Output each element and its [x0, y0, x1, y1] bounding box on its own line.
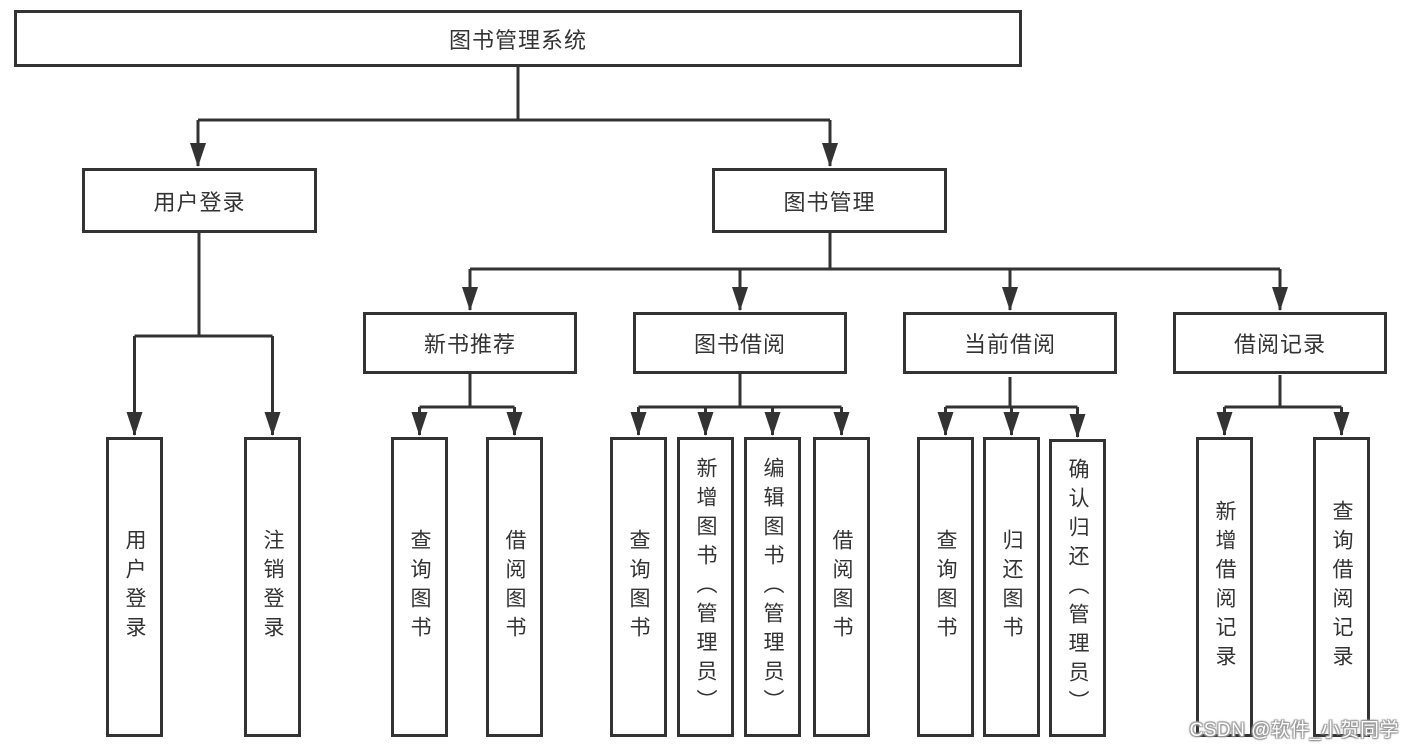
leaf-query-borrow-record: 查询借阅记录: [1313, 437, 1370, 737]
leaf-borrow-query-book: 查询图书: [610, 437, 667, 737]
leaf-return-book: 归还图书: [983, 437, 1040, 737]
node-label: 用户登录: [123, 529, 147, 645]
node-user-login: 用户登录: [82, 168, 317, 233]
node-label: 借阅图书: [503, 529, 527, 645]
node-label: 借阅图书: [830, 529, 854, 645]
node-label: 图书管理: [783, 189, 876, 215]
node-label: 编辑图书（管理员）: [761, 456, 785, 718]
leaf-add-book-admin: 新增图书（管理员）: [677, 437, 734, 737]
node-current-borrow: 当前借阅: [903, 312, 1117, 374]
node-label: 用户登录: [153, 189, 246, 215]
node-label: 查询图书: [408, 529, 432, 645]
node-label: 图书借阅: [693, 332, 786, 357]
node-label: 注销登录: [261, 529, 285, 645]
node-label: 查询借阅记录: [1330, 500, 1354, 674]
node-label: 新增借阅记录: [1213, 500, 1237, 674]
node-label: 查询图书: [627, 529, 651, 645]
node-book-management: 图书管理: [712, 168, 947, 233]
node-root: 图书管理系统: [14, 10, 1022, 67]
node-label: 新书推荐: [423, 332, 516, 357]
leaf-recommend-borrow-book: 借阅图书: [486, 437, 543, 737]
node-label: 图书管理系统: [448, 27, 587, 53]
leaf-user-login: 用户登录: [106, 437, 163, 737]
node-borrow-record: 借阅记录: [1173, 312, 1387, 374]
leaf-recommend-query-book: 查询图书: [391, 437, 448, 737]
node-new-book-recommend: 新书推荐: [363, 312, 577, 374]
leaf-borrow-book: 借阅图书: [813, 437, 870, 737]
csdn-watermark: CSDN @软件_小贺同学: [1189, 720, 1399, 741]
leaf-add-borrow-record: 新增借阅记录: [1196, 437, 1253, 737]
node-label: 归还图书: [1000, 529, 1024, 645]
node-label: 借阅记录: [1233, 332, 1326, 357]
node-label: 新增图书（管理员）: [694, 456, 718, 718]
leaf-current-query-book: 查询图书: [917, 437, 974, 737]
leaf-logout: 注销登录: [244, 437, 301, 737]
leaf-edit-book-admin: 编辑图书（管理员）: [744, 437, 801, 737]
node-label: 当前借阅: [963, 332, 1056, 357]
node-label: 查询图书: [934, 529, 958, 645]
node-label: 确认归还（管理员）: [1066, 457, 1090, 719]
node-book-borrow: 图书借阅: [633, 312, 847, 374]
leaf-confirm-return-admin: 确认归还（管理员）: [1049, 439, 1106, 737]
